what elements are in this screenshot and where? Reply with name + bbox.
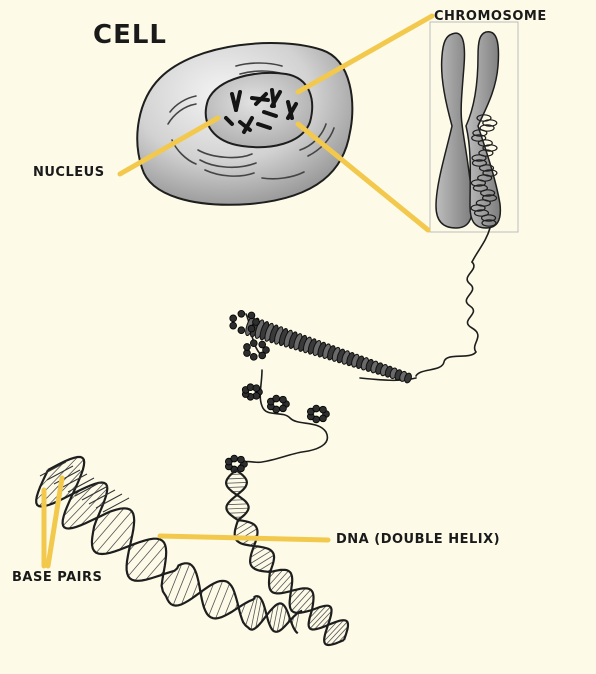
base-pairs-label: BASE PAIRS [12,570,102,585]
chromosome-illustration [436,32,500,228]
dna-leader-line [160,536,328,540]
base-pairs-leader-b [48,478,62,566]
chromosome-label: CHROMOSOME [434,9,547,24]
nucleus [206,73,312,147]
cell-title-label: CELL [93,20,167,50]
dna-label: DNA (DOUBLE HELIX) [336,532,500,547]
chromatin-fiber [238,228,490,470]
nucleus-label: NUCLEUS [33,165,105,180]
dna-double-helix [36,457,348,645]
